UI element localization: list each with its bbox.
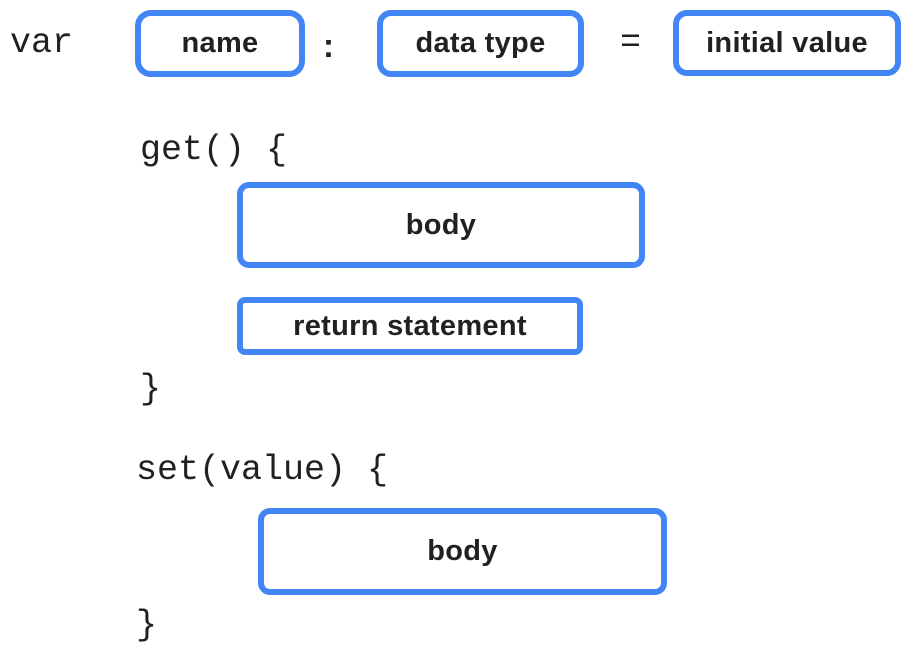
equals-sign: = — [620, 23, 642, 63]
data-type-slot-label: data type — [415, 27, 546, 59]
var-keyword: var — [10, 23, 74, 63]
getter-closing-brace: } — [140, 369, 162, 409]
setter-body-slot-label: body — [427, 535, 498, 567]
setter-closing-brace: } — [136, 605, 158, 645]
getter-signature: get() { — [140, 130, 288, 170]
setter-signature: set(value) { — [136, 450, 389, 490]
name-slot-label: name — [181, 27, 259, 59]
getter-body-slot-label: body — [405, 208, 477, 241]
name-slot-box: name — [135, 10, 305, 77]
initial-value-slot-box: initial value — [673, 10, 901, 76]
data-type-slot-box: data type — [377, 10, 584, 77]
colon-separator: : — [323, 27, 334, 64]
getter-body-slot-box: body — [237, 182, 645, 268]
return-statement-slot-label: return statement — [293, 309, 527, 342]
setter-body-slot-box: body — [258, 508, 667, 595]
return-statement-slot-box: return statement — [237, 297, 583, 355]
initial-value-slot-label: initial value — [706, 26, 868, 59]
